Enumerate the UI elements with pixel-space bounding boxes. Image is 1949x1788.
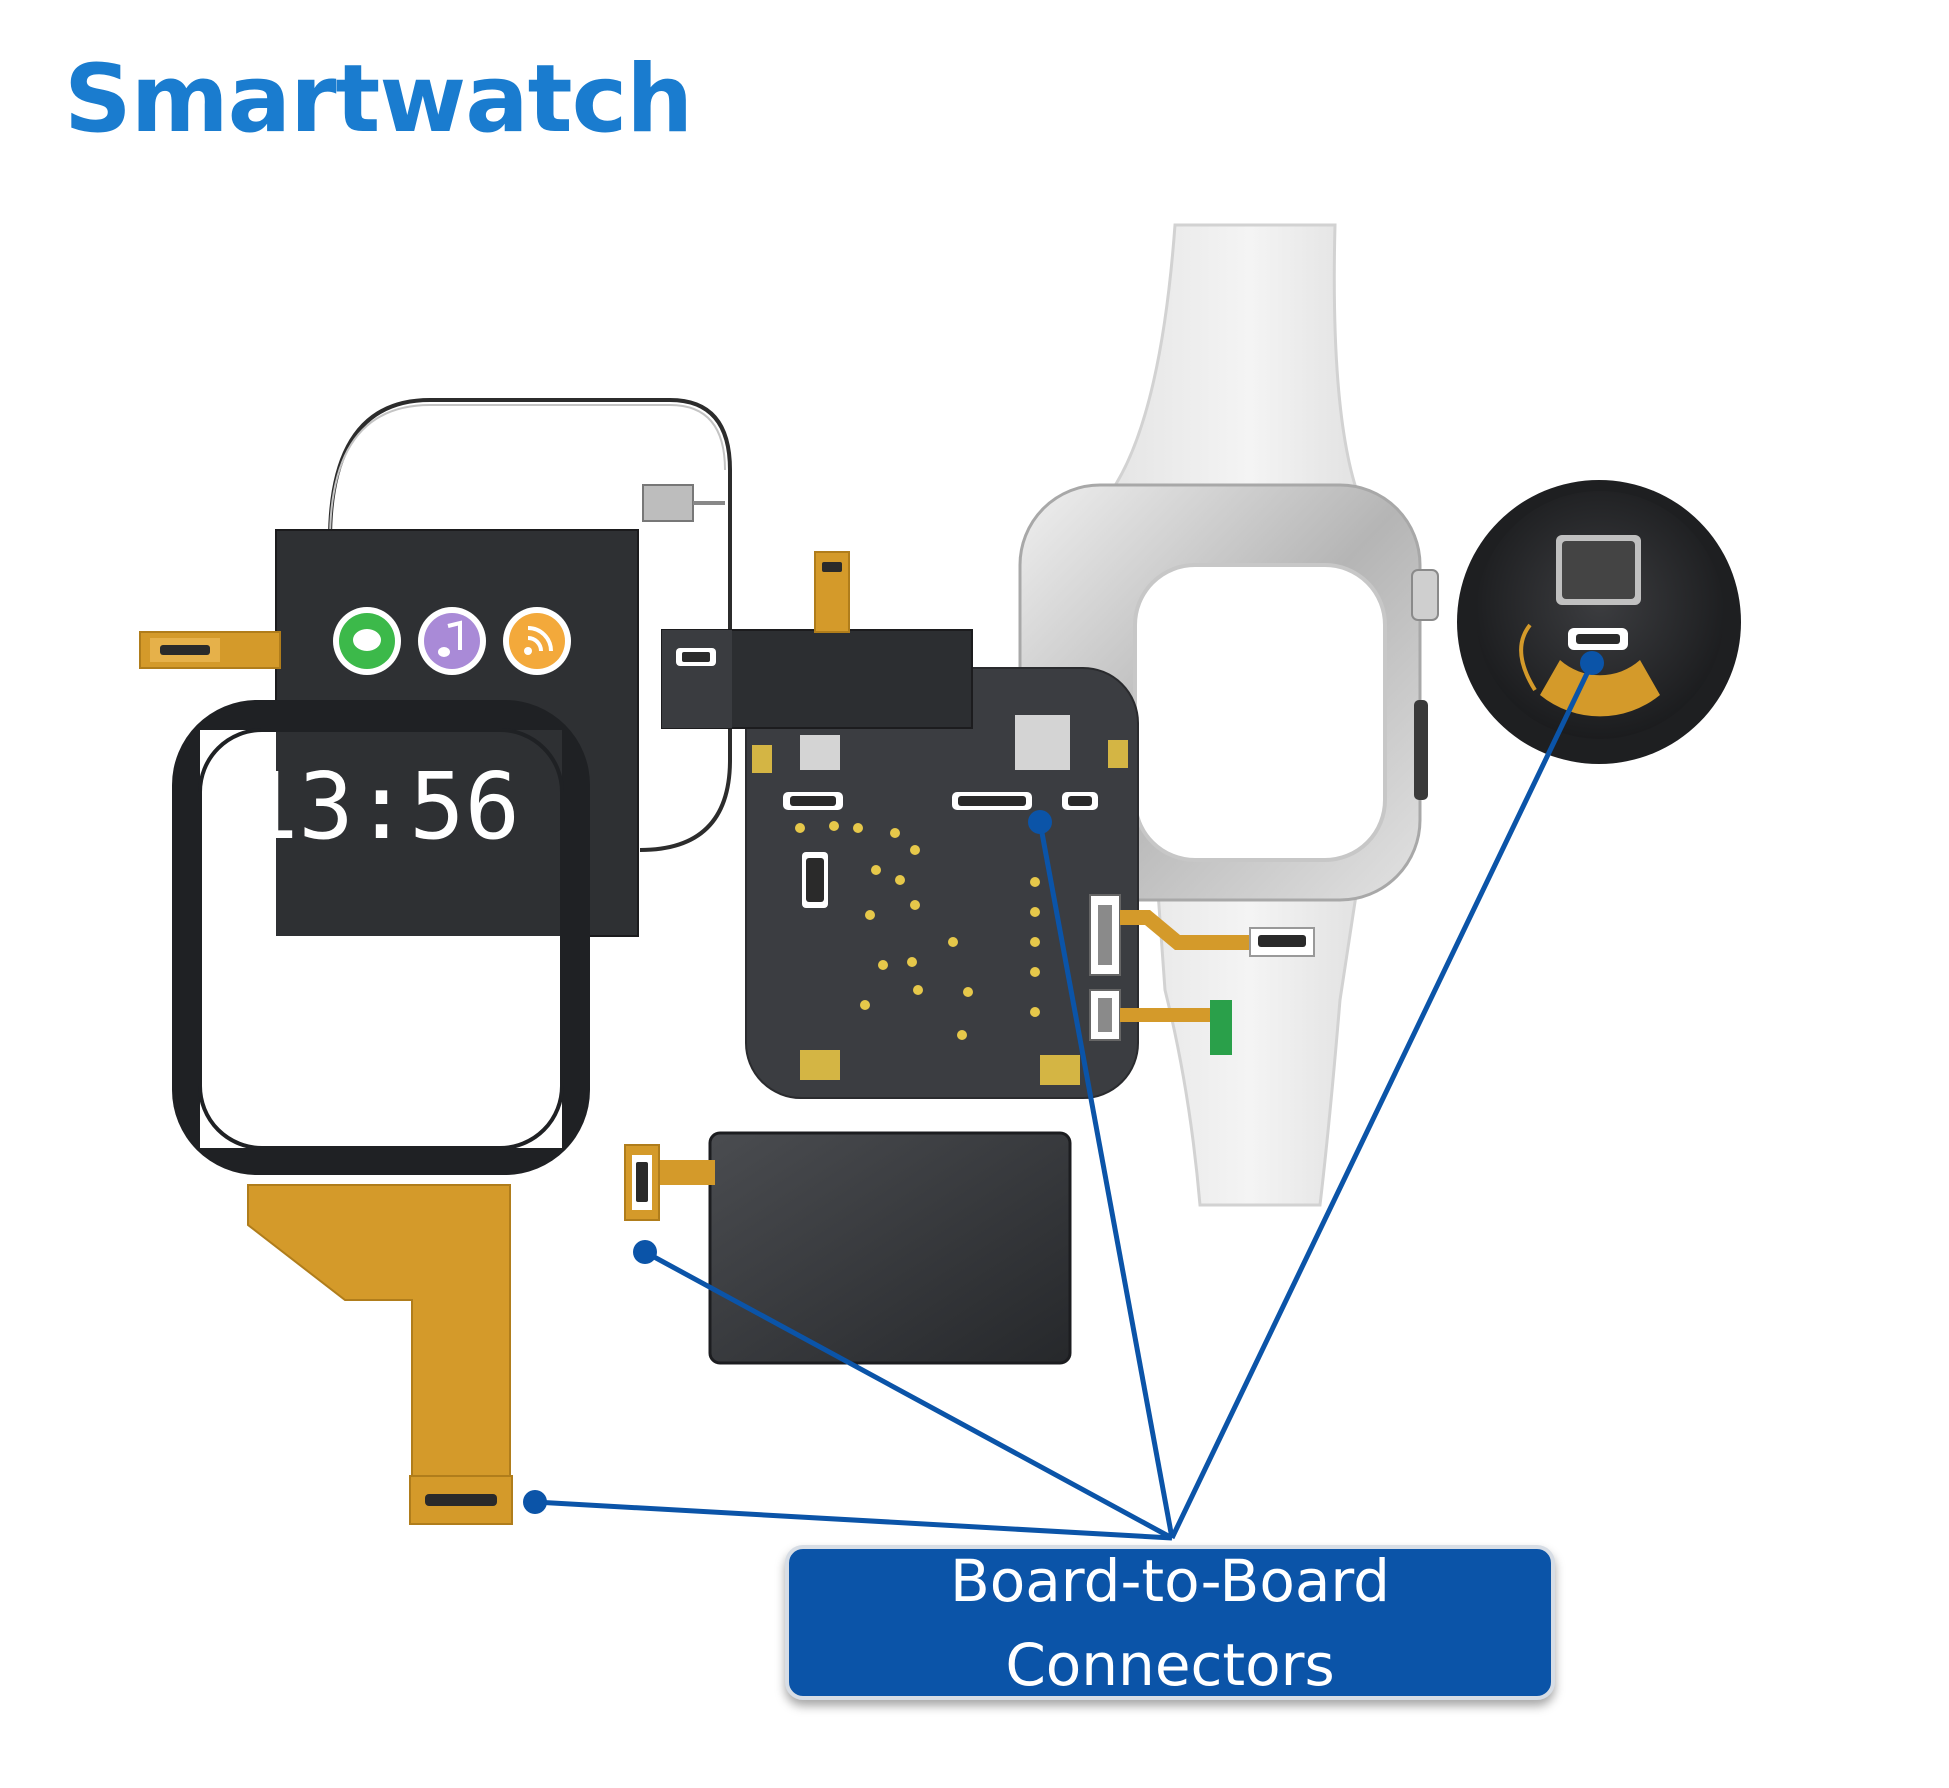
leader-dot [633, 1240, 657, 1264]
pcb-side-flex-cables [1120, 910, 1315, 1055]
display-time: 13:56 [243, 753, 520, 860]
leader-dot [1028, 810, 1052, 834]
antenna-connector-icon [642, 484, 694, 522]
display-flex-connector [139, 631, 281, 669]
callout-leader-lines [534, 661, 1595, 1541]
heart-rate-sensor [1457, 480, 1741, 764]
battery [624, 1131, 1072, 1365]
page-title: Smartwatch [64, 45, 693, 154]
leader-dot [1580, 651, 1604, 675]
crown-icon [1411, 569, 1439, 621]
music-icon [424, 613, 480, 669]
side-button-icon [1414, 700, 1428, 800]
main-pcb [661, 551, 1139, 1099]
touch-flex-cable [247, 1184, 513, 1525]
callout-line-1: Board-to-Board [949, 1546, 1390, 1615]
leader-dot [523, 1490, 547, 1514]
antenna-wire [328, 398, 732, 852]
touch-bezel: 13:56 [172, 700, 590, 1175]
board-to-board-callout: Board-to-Board Connectors [785, 1545, 1555, 1700]
callout-line-2: Connectors [1005, 1630, 1335, 1699]
